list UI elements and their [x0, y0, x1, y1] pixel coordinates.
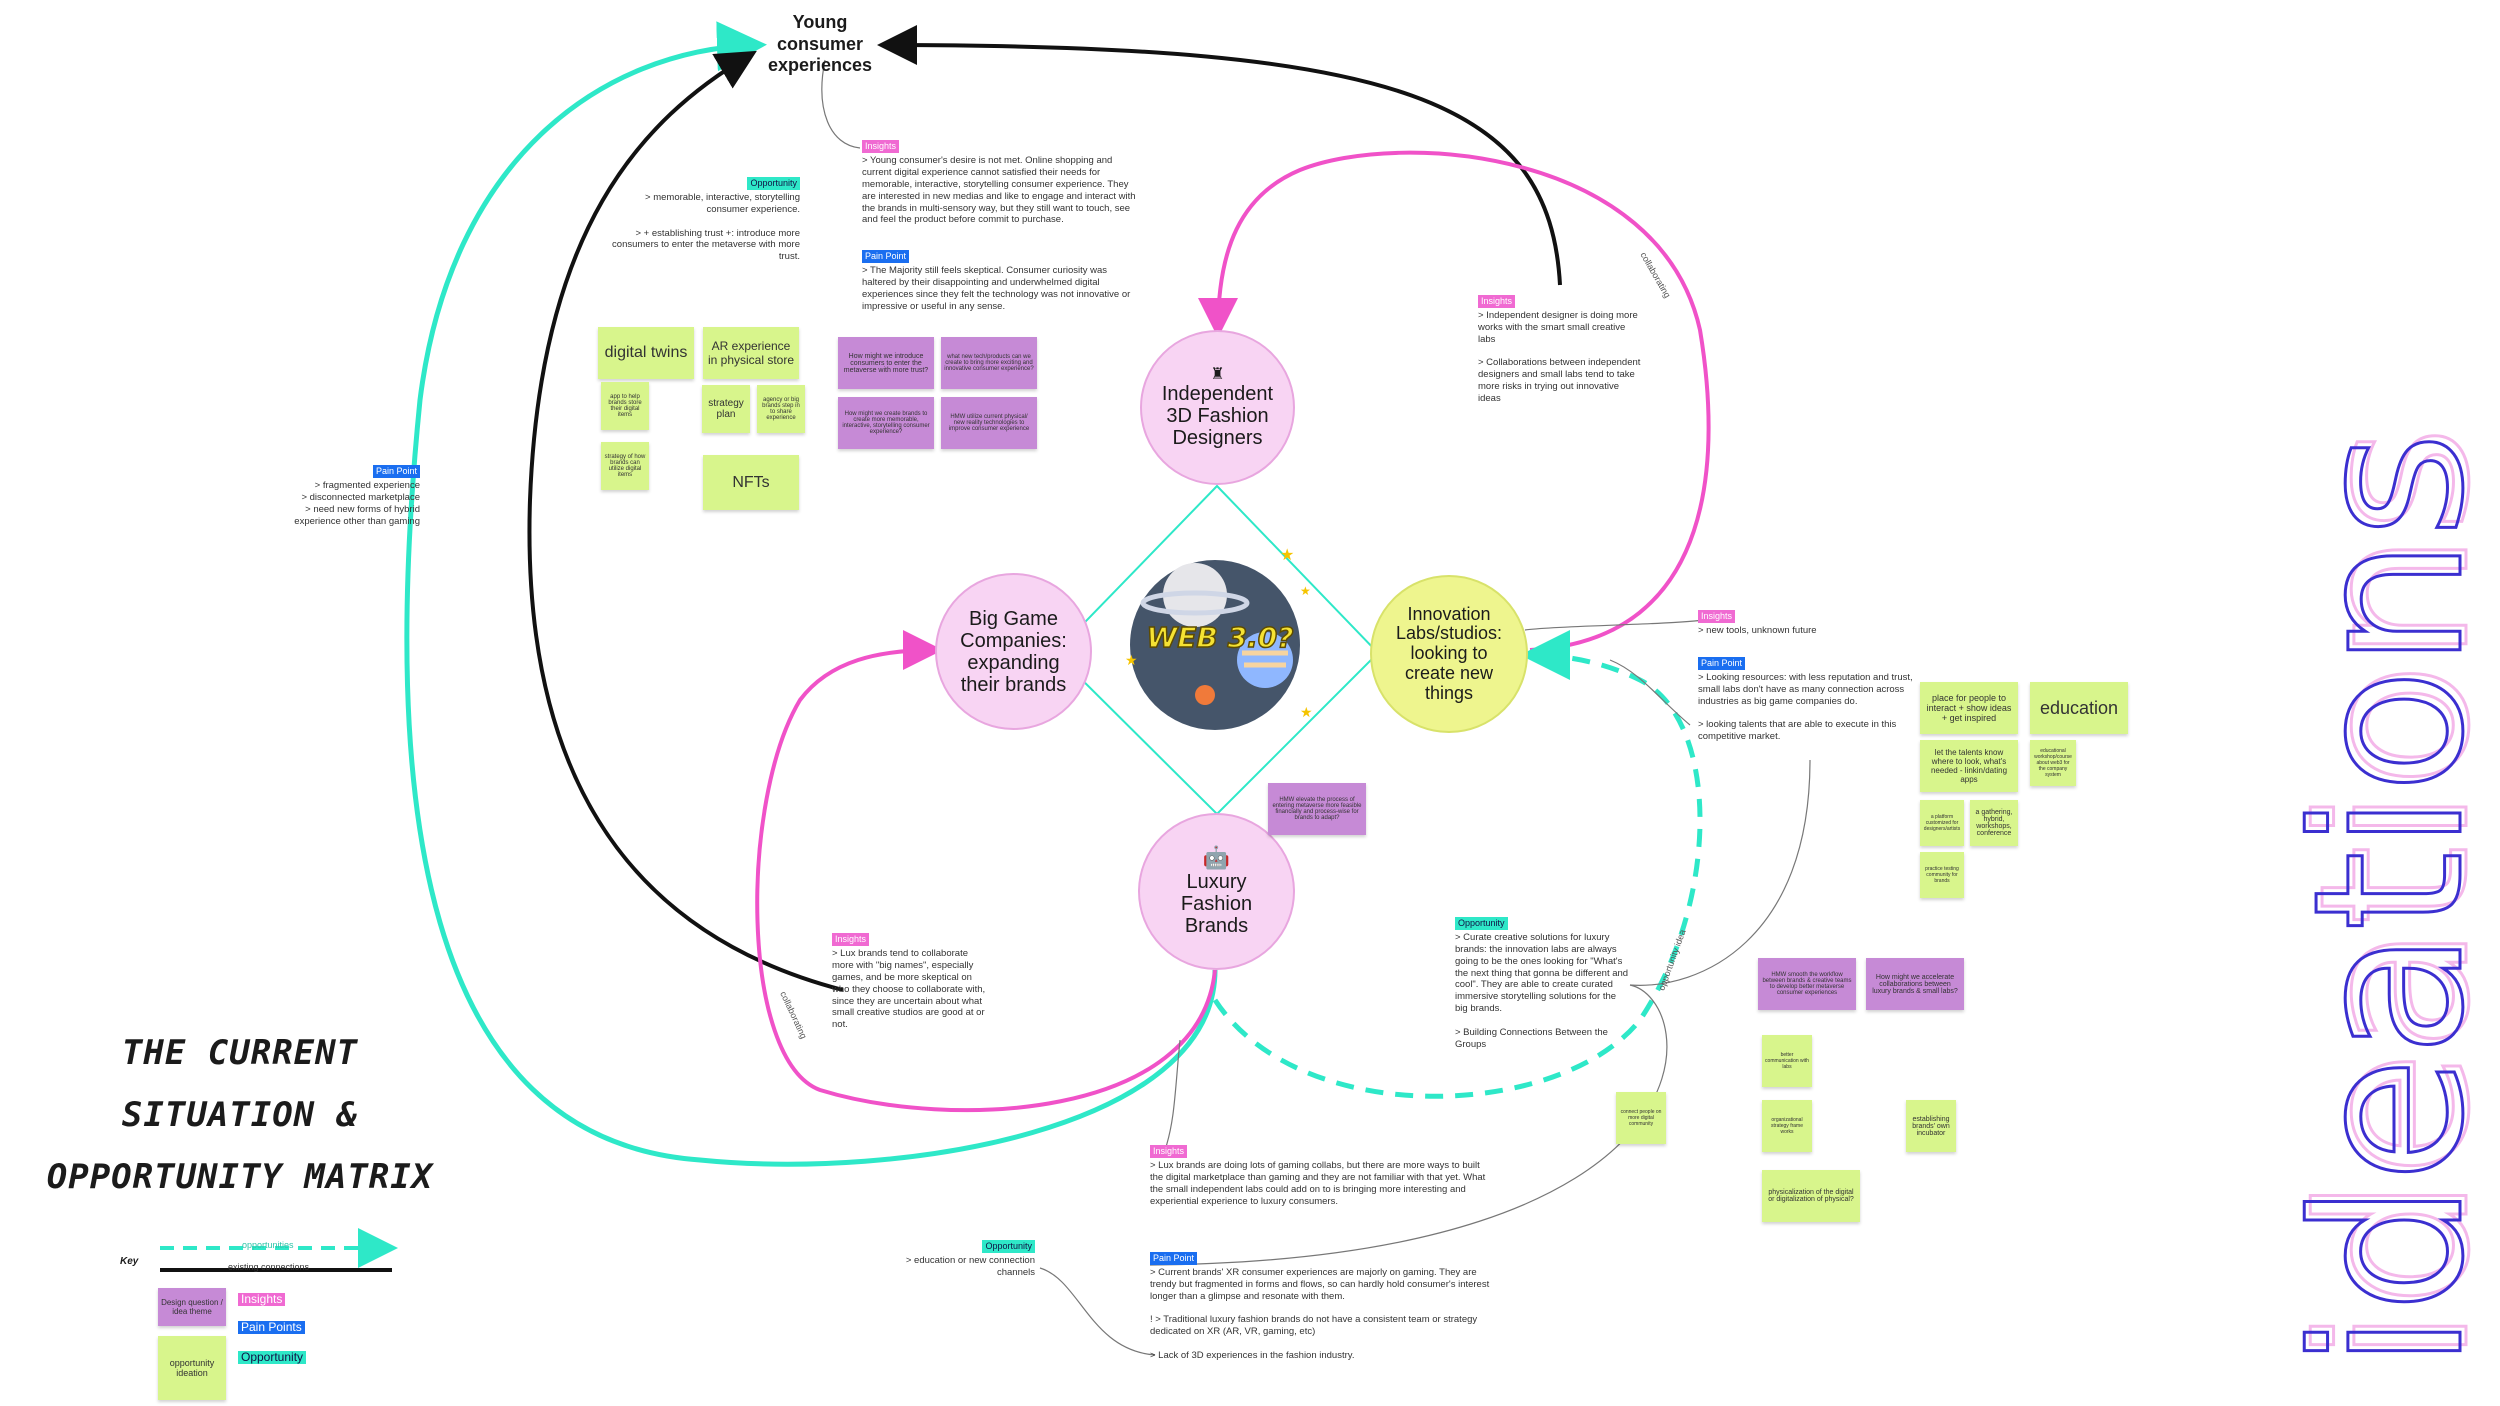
key-design-question: Design question / idea theme [158, 1288, 226, 1326]
node-big-game-companies: Big Game Companies: expanding their bran… [935, 573, 1092, 730]
sticky-workshops: a gathering, hybrid, workshops, conferen… [1970, 800, 2018, 846]
svg-text:ideations: ideations [2277, 426, 2500, 1364]
sticky-hmw-lux: HMW elevate the process of entering meta… [1268, 783, 1366, 835]
robot-icon: ♜ [1210, 365, 1225, 383]
node-innovation-labs: Innovation Labs/studios: looking to crea… [1370, 575, 1528, 733]
sticky-better-comm: better communication with labs [1762, 1035, 1812, 1087]
note-young-opportunity: Opportunity> memorable, interactive, sto… [612, 176, 800, 263]
sticky-app-help: app to help brands store their digital i… [601, 382, 649, 430]
sticky-edu-small: educational workshop/course about web3 f… [2030, 740, 2076, 786]
sticky-hmw-brands: How might we create brands to create mor… [838, 397, 934, 449]
pink-arc-labs-designers [1198, 150, 1711, 652]
web3-label: WEB 3.0? [1147, 621, 1294, 654]
sticky-agency: agency or big brands step in to share ex… [757, 385, 805, 433]
key-label: Key [120, 1256, 139, 1267]
sticky-place: place for people to interact + show idea… [1920, 682, 2018, 734]
node-independent-designers: ♜Independent 3D Fashion Designers [1140, 330, 1295, 485]
note-lux-opportunity: Opportunity> education or new connection… [905, 1240, 1035, 1278]
note-young-pain: Pain Point> The Majority still feels ske… [862, 250, 1131, 312]
note-lux-insights-2: Insights> Lux brands are doing lots of g… [1150, 1145, 1486, 1207]
dashed-opportunity-arc [1212, 630, 1703, 1099]
svg-text:★: ★ [1300, 704, 1313, 720]
key-pain-points: Pain Points [238, 1318, 305, 1336]
note-labs-pain: Pain Point> Looking resources: with less… [1698, 656, 1913, 743]
sticky-hmw-physical: HMW utilize current physical/ new realit… [941, 397, 1037, 449]
note-designers-insights: Insights> Independent designer is doing … [1478, 294, 1641, 404]
node-luxury-fashion-brands: 🤖Luxury Fashion Brands [1138, 813, 1295, 970]
svg-text:★: ★ [1125, 652, 1138, 668]
node-young-consumer: Young consumer experiences [767, 12, 873, 76]
note-young-insights: Insights> Young consumer's desire is not… [862, 140, 1136, 226]
sticky-connect-people: connect people on more digital community [1616, 1092, 1666, 1144]
sticky-strategy-plan: strategy plan [702, 385, 750, 433]
sticky-physicalization: physicalization of the digital or digita… [1762, 1170, 1860, 1222]
svg-text:★: ★ [1300, 584, 1311, 598]
svg-text:★: ★ [1280, 547, 1294, 564]
sticky-hmw-tech: what new tech/products can we create to … [941, 337, 1037, 389]
matrix-title: THE CURRENT SITUATION & OPPORTUNITY MATR… [46, 1033, 434, 1197]
black-loop-arrow [527, 50, 844, 992]
note-lux-pain: Pain Point> Current brands' XR consumer … [1150, 1251, 1490, 1361]
sticky-platform: a platform customized for designers/arti… [1920, 800, 1964, 846]
sticky-talents: let the talents know where to look, what… [1920, 740, 2018, 792]
key-insights: Insights [238, 1290, 286, 1308]
robot-icon: 🤖 [1202, 845, 1231, 871]
note-labs-opportunity: Opportunity> Curate creative solutions f… [1455, 916, 1629, 1050]
sticky-hmw-workflow: HMW smooth the workflow between brands &… [1758, 958, 1856, 1010]
note-labs-insights: Insights> new tools, unknown future [1698, 610, 1817, 636]
web3-planet-illustration: WEB 3.0? ★ ★ ★ ★ [1120, 535, 1320, 740]
sticky-practice: practice testing community for brands [1920, 852, 1964, 898]
note-fragmented-pain: Pain Point> fragmented experience > disc… [294, 464, 420, 527]
teal-loop-arrow [404, 21, 1218, 1167]
sticky-ar-experience: AR experience in physical store [703, 327, 799, 379]
sticky-incubator: establishing brands' own incubator [1906, 1100, 1956, 1152]
ideations-side-title: ideations ideations [2250, 30, 2500, 1400]
key-existing-label: existing connections [228, 1262, 310, 1272]
note-lux-insights: Insights> Lux brands tend to collaborate… [832, 933, 986, 1031]
sticky-education: education [2030, 682, 2128, 734]
sticky-digital-twins: digital twins [598, 327, 694, 379]
sticky-org-strategy: organizational strategy frame works [1762, 1100, 1812, 1152]
sticky-hmw-accelerate: How might we accelerate collaborations b… [1866, 958, 1964, 1010]
pink-arc-luxury-game [755, 630, 1217, 1113]
sticky-hmw-trust: How might we introduce consumers to ente… [838, 337, 934, 389]
key-opportunities-label: opportunities [242, 1240, 294, 1250]
key-opportunity: Opportunity [238, 1348, 307, 1366]
svg-text:ideations: ideations [2271, 432, 2500, 1370]
sticky-nfts: NFTs [703, 455, 799, 510]
sticky-strategy-brands: strategy of how brands can utilize digit… [601, 442, 649, 490]
key-opportunity-ideation: opportunity ideation [158, 1336, 226, 1400]
black-designer-arrow [877, 25, 1562, 286]
